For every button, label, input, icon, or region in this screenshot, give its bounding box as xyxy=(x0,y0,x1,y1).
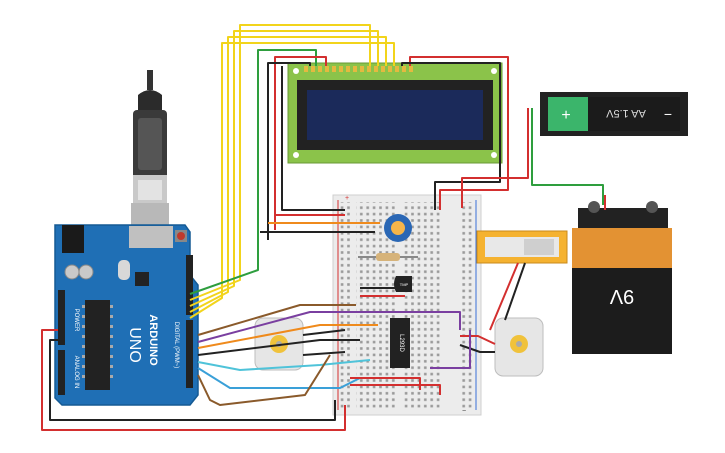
dc-motor-right[interactable] xyxy=(494,317,544,377)
battery-9v[interactable]: 9V xyxy=(572,201,672,354)
atmega-chip xyxy=(85,300,110,390)
battery-plus: + xyxy=(561,107,570,124)
regulator: TMP xyxy=(394,276,412,292)
arduino-uno-board[interactable]: ARDUINO UNO DIGITAL (PWM~) POWER ANALOG … xyxy=(54,224,199,406)
breadboard-plus: + xyxy=(345,195,349,202)
digital-label: DIGITAL (PWM~) xyxy=(173,322,179,369)
arduino-model: UNO xyxy=(126,327,143,363)
power-jack xyxy=(62,225,84,253)
arduino-logo: ARDUINO xyxy=(147,314,159,366)
ic-label: L293D xyxy=(398,334,404,352)
power-label: POWER xyxy=(73,309,79,332)
wires xyxy=(41,24,606,431)
battery-9v-label: 9V xyxy=(609,285,634,307)
aa-battery[interactable]: + AA 1.5V − xyxy=(540,92,688,136)
resistor xyxy=(358,253,418,261)
potentiometer[interactable] xyxy=(384,214,412,242)
lcd-screen xyxy=(307,90,483,140)
lcd-display[interactable] xyxy=(287,62,503,164)
battery-minus: − xyxy=(664,106,672,122)
analog-label: ANALOG IN xyxy=(73,356,79,389)
breadboard-minus: − xyxy=(462,408,466,415)
l293d-chip[interactable]: L293D xyxy=(390,318,410,368)
slide-switch[interactable] xyxy=(476,230,568,264)
usb-port xyxy=(129,226,173,248)
usb-cable xyxy=(131,70,169,235)
regulator-label: TMP xyxy=(400,282,409,287)
battery-aa-label: AA 1.5V xyxy=(605,107,645,119)
